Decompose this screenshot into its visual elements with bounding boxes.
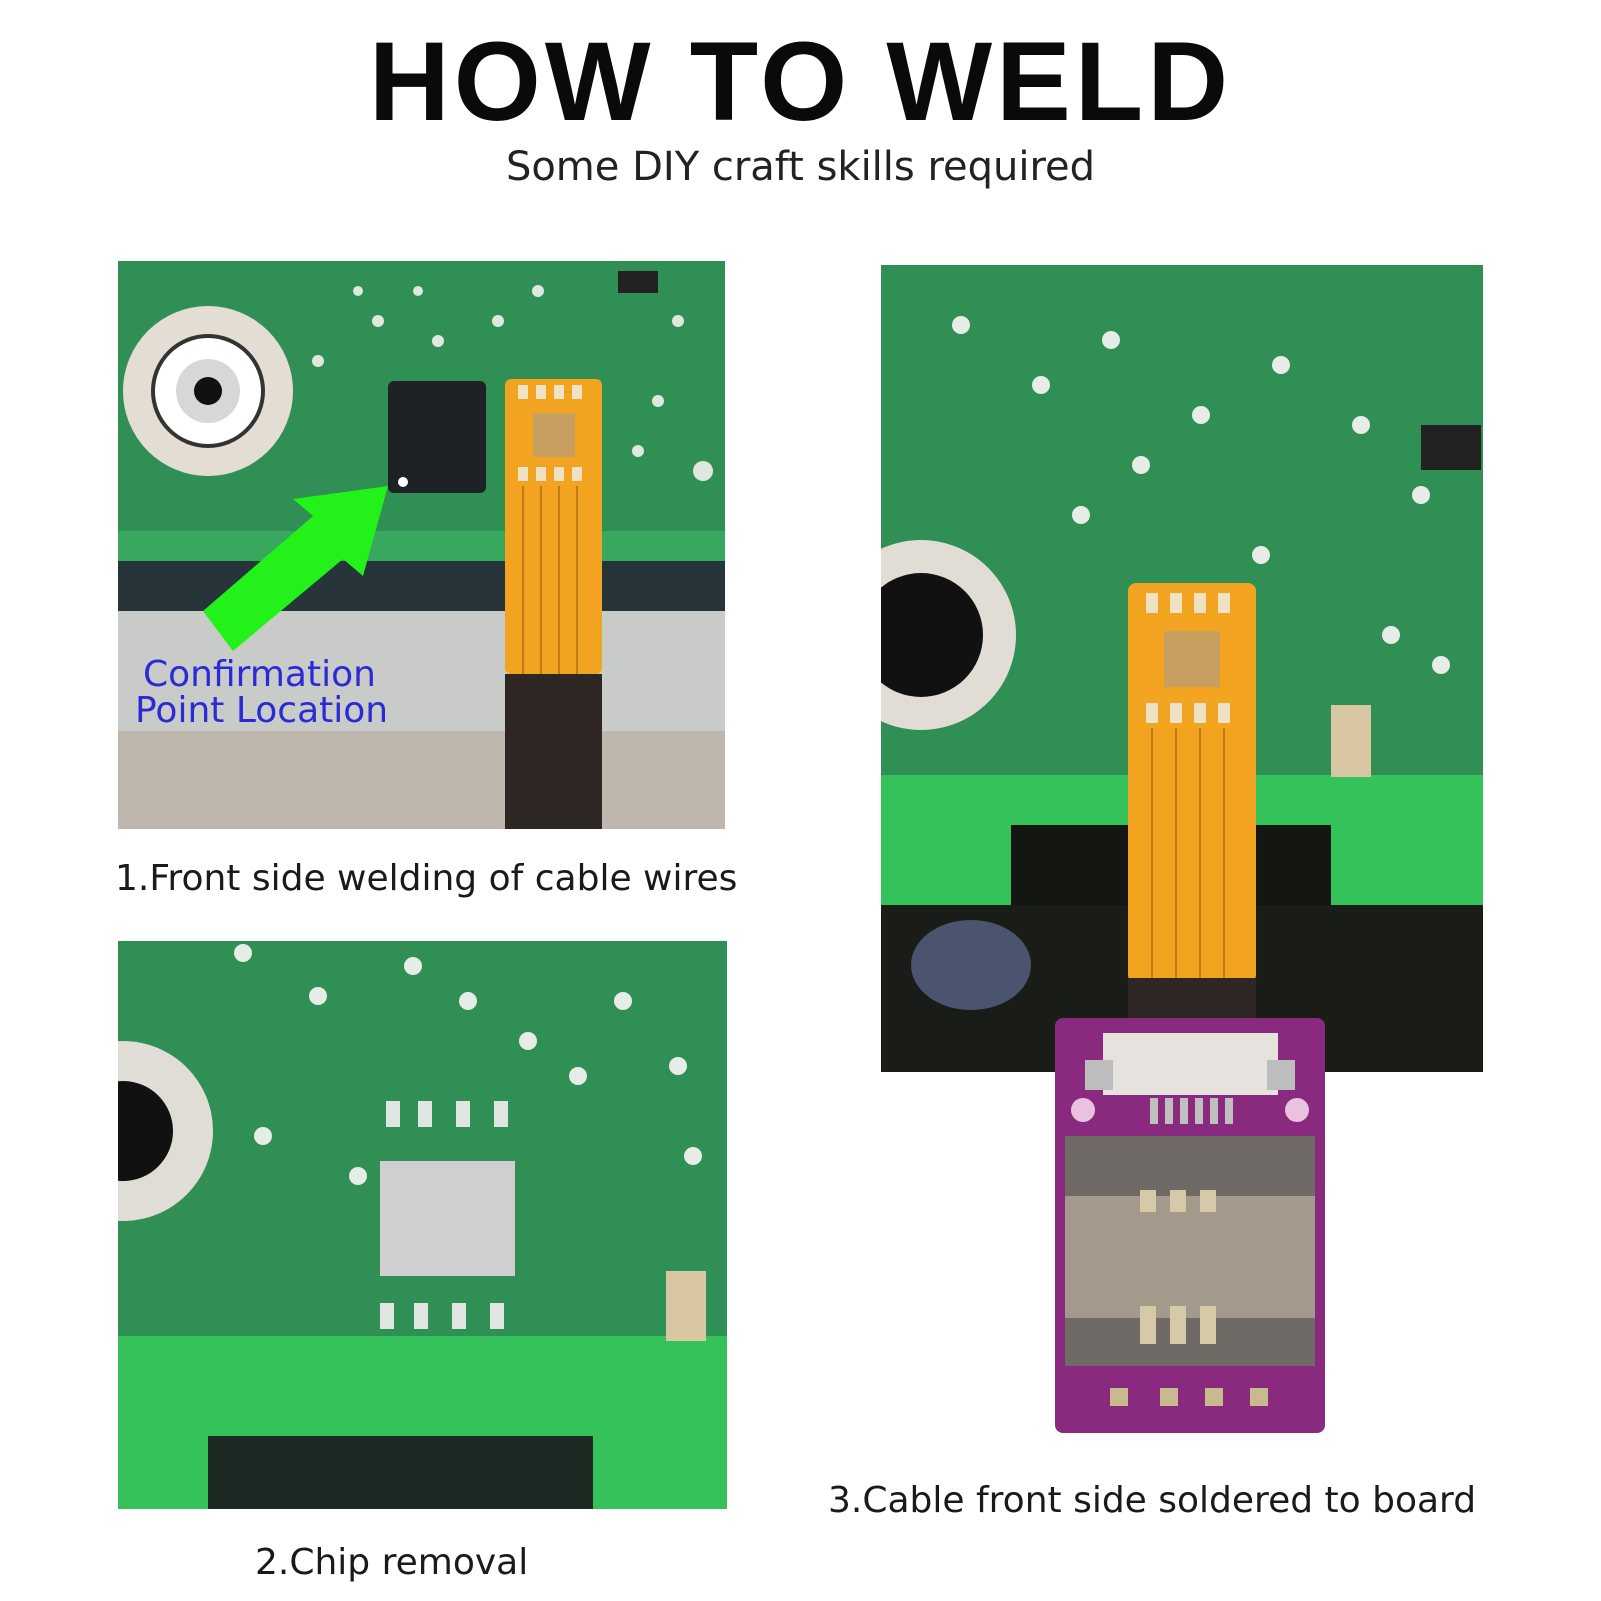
confirmation-point-label-line-2: Point Location [135,690,389,731]
sim-adapter-board [1055,1018,1325,1433]
page-subtitle: Some DIY craft skills required [505,144,1096,190]
step-3-caption: 3.Cable front side soldered to board [828,1480,1477,1521]
flex-cable [1128,583,1256,1020]
step-2-caption: 2.Chip removal [255,1542,529,1583]
step-1-caption: 1.Front side welding of cable wires [115,858,738,899]
step-2-photo [118,941,727,1509]
confirmation-point-label-line-1: Confirmation [143,654,376,695]
page-title: HOW TO WELD [368,19,1233,144]
step-1-photo [118,261,725,829]
